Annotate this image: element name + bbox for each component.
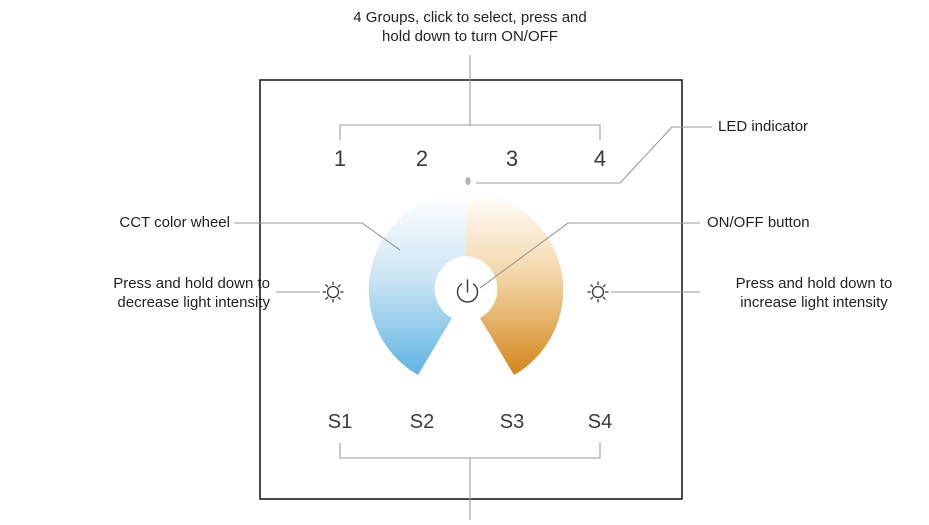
- scene-key-s2[interactable]: S2: [409, 411, 435, 433]
- power-icon[interactable]: [456, 279, 479, 303]
- scene-key-s1[interactable]: S1: [327, 411, 353, 433]
- scene-key-s4[interactable]: S4: [587, 411, 613, 433]
- increase-intensity-annotation: Press and hold down to increase light in…: [704, 274, 924, 312]
- scene-key-s3[interactable]: S3: [499, 411, 525, 433]
- group-key-1[interactable]: 1: [333, 146, 347, 171]
- decrease-brightness-sun-icon[interactable]: [322, 281, 344, 303]
- increase-brightness-sun-icon[interactable]: [587, 281, 609, 303]
- cct-wheel-leader-line: [234, 222, 401, 251]
- groups-annotation: 4 Groups, click to select, press and hol…: [270, 8, 670, 46]
- decrease-annotation-line2: decrease light intensity: [117, 294, 270, 311]
- increase-annotation-line2: increase light intensity: [740, 294, 888, 311]
- group-key-3[interactable]: 3: [505, 146, 519, 171]
- decrease-intensity-annotation: Press and hold down to decrease light in…: [4, 274, 270, 312]
- cct-wheel-warm-half[interactable]: [466, 192, 564, 375]
- groups-annotation-line2: hold down to turn ON/OFF: [382, 28, 558, 45]
- group-key-4[interactable]: 4: [593, 146, 607, 171]
- led-indicator: [465, 177, 471, 185]
- increase-annotation-line1: Press and hold down to: [735, 275, 893, 292]
- group-key-2[interactable]: 2: [415, 146, 429, 171]
- led-indicator-leader-line: [476, 126, 712, 184]
- leader-lines: [234, 55, 712, 520]
- led-indicator-label: LED indicator: [718, 118, 809, 135]
- onoff-button-label: ON/OFF button: [707, 214, 810, 231]
- cct-wheel-cool-half[interactable]: [368, 192, 466, 375]
- onoff-leader-line: [479, 222, 700, 289]
- groups-annotation-line1: 4 Groups, click to select, press and: [353, 9, 587, 26]
- cct-wheel-label: CCT color wheel: [119, 214, 230, 231]
- panel-frame: [259, 79, 683, 500]
- decrease-annotation-line1: Press and hold down to: [113, 275, 270, 292]
